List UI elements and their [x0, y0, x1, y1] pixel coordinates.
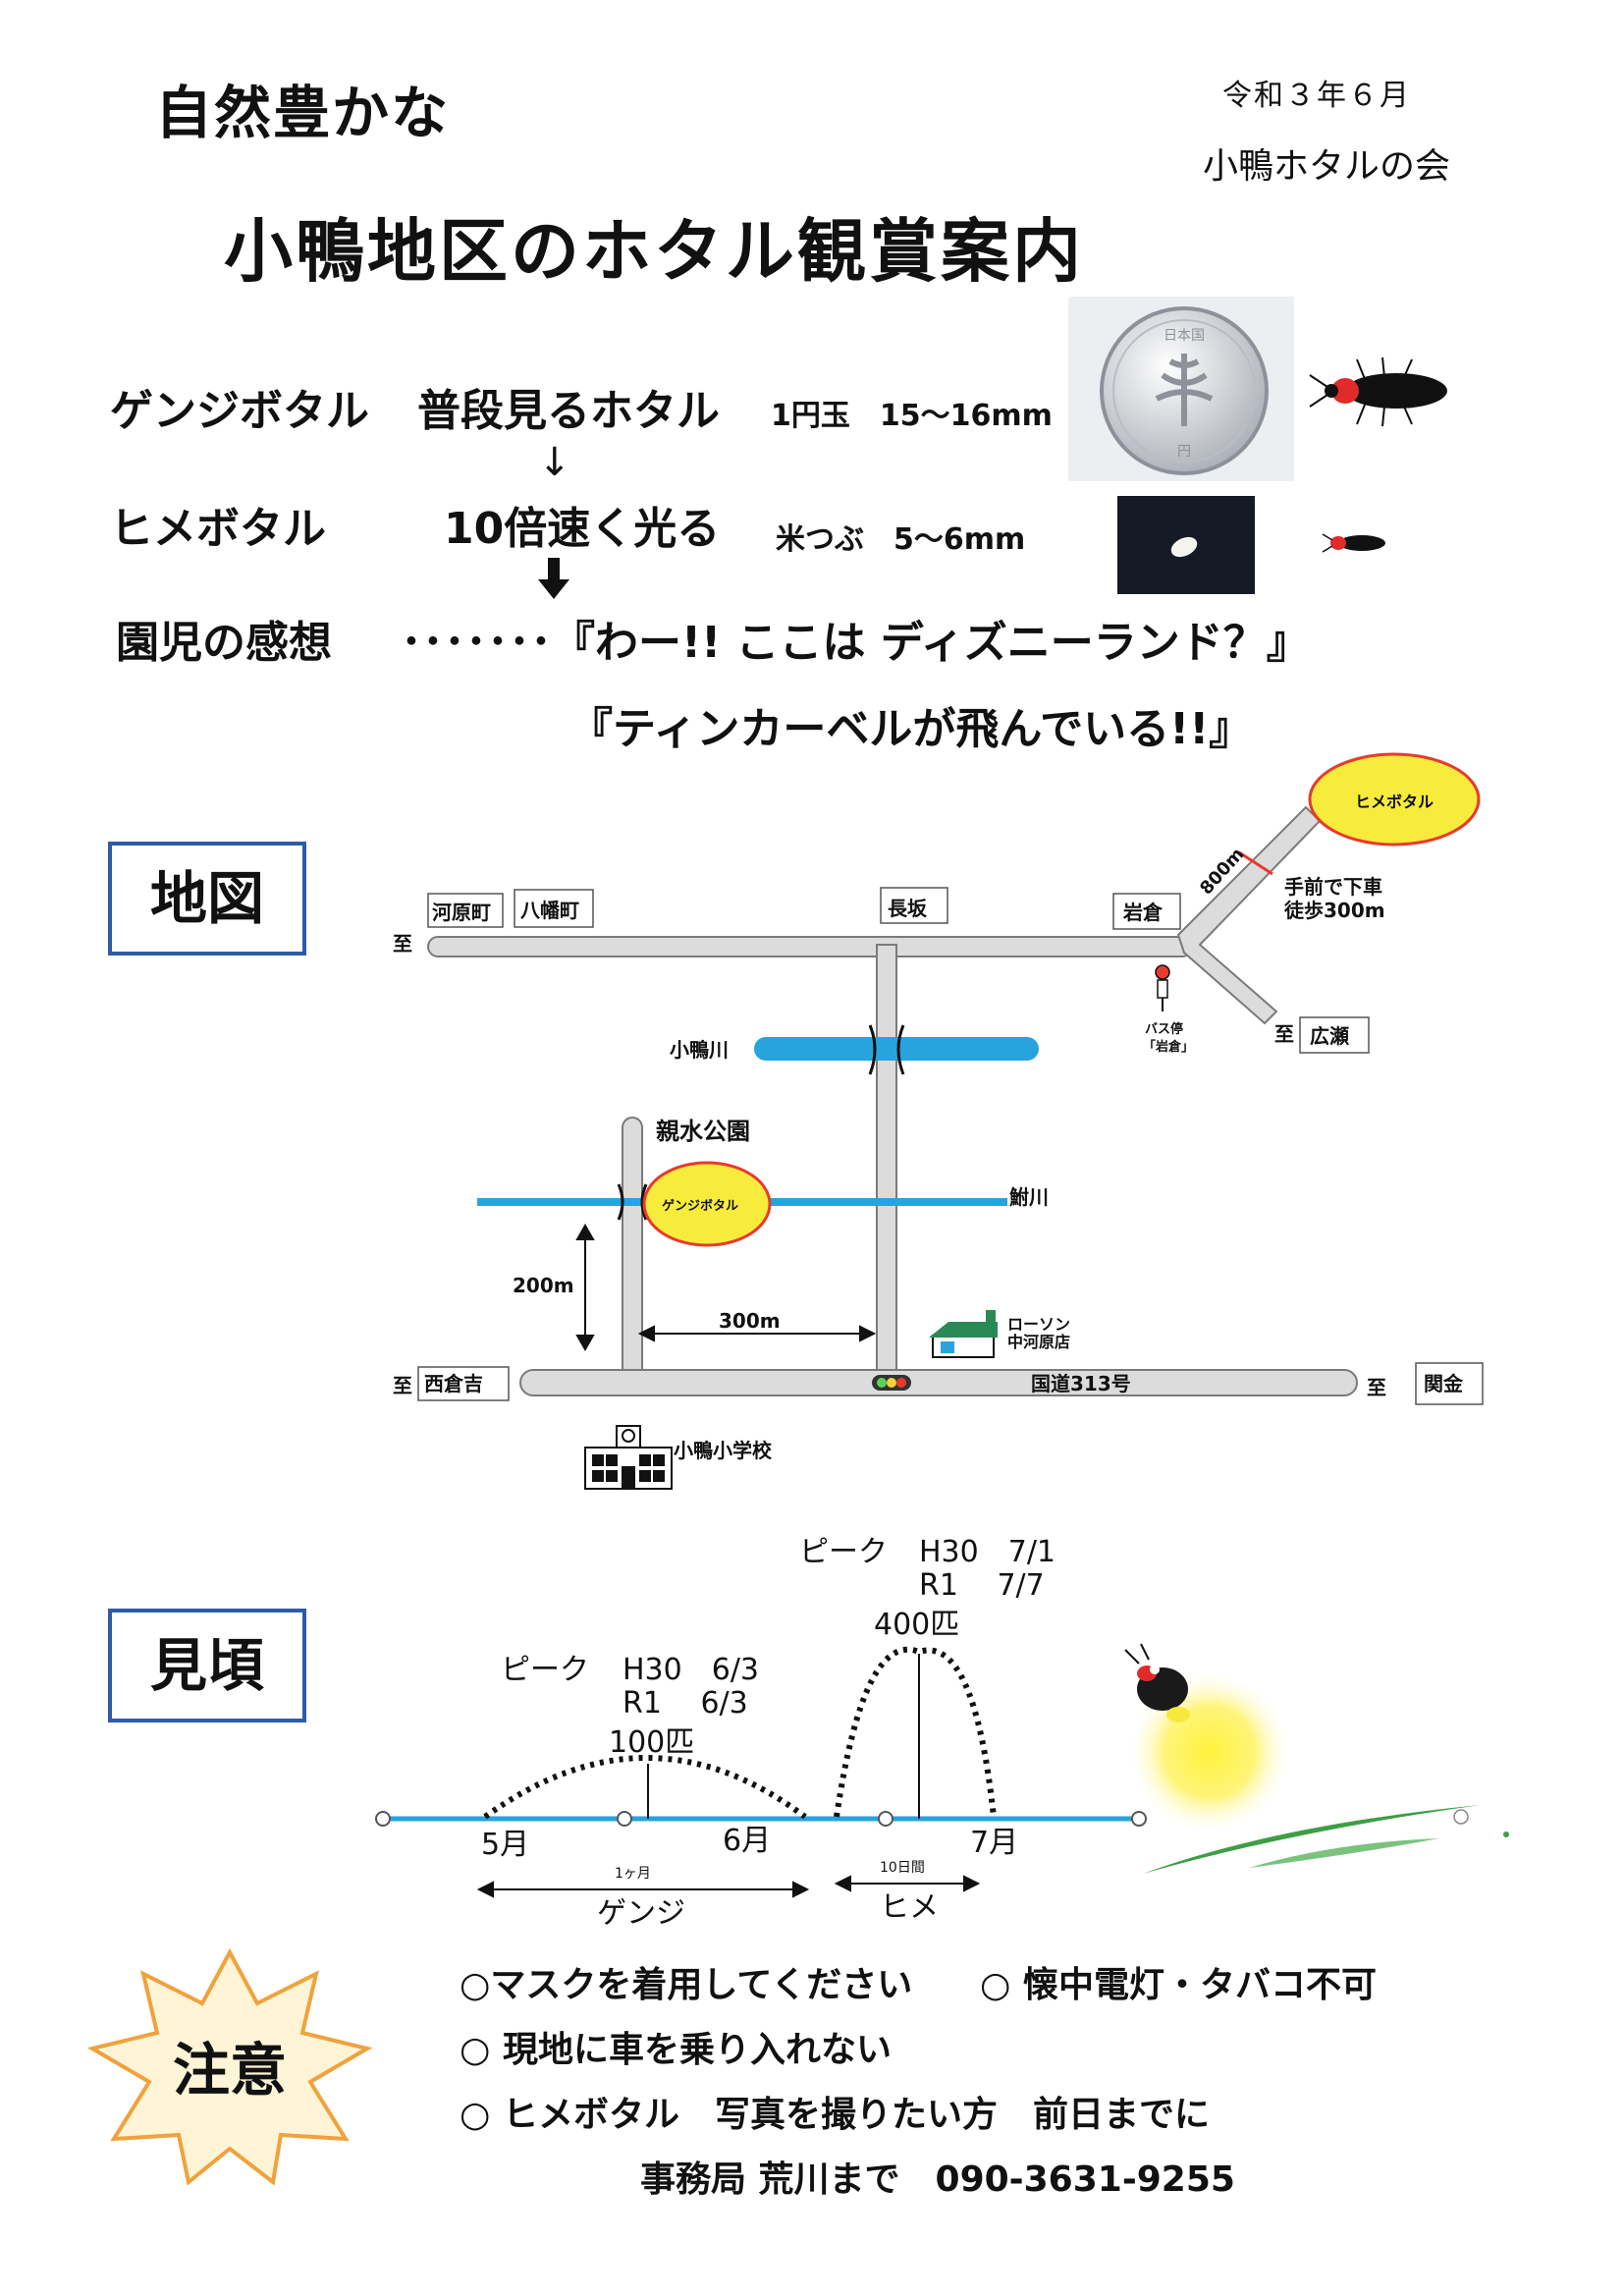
starburst-icon: [86, 1947, 373, 2186]
genji-peak-h30: H30 6/3: [623, 1653, 759, 1687]
hime-count: 400匹: [874, 1608, 959, 1642]
grass-blade-2: [1249, 1838, 1439, 1868]
hime-peak-label: ピーク: [799, 1535, 888, 1569]
funa-river-label: 鮒川: [1009, 1185, 1049, 1209]
flying-firefly-icon: [1124, 1643, 1190, 1722]
convenience-store-icon: [929, 1310, 998, 1358]
notice-badge: 注意: [86, 1947, 373, 2186]
genji-name: ゲンジボタル: [110, 386, 369, 436]
school-icon: [584, 1425, 673, 1490]
season-heading: 見頃: [108, 1609, 306, 1722]
hime-curve: [834, 1646, 997, 1818]
coin-text-bottom: 円: [1177, 444, 1191, 460]
nagasaka-road: [876, 944, 897, 1372]
genji-span-label: ゲンジ: [597, 1896, 685, 1931]
north-road: [427, 936, 1193, 957]
impressions-label: 園児の感想: [116, 618, 332, 668]
ogamo-river: [754, 1037, 1039, 1061]
notice-no-cars: ○ 現地に車を乗り入れない: [460, 2030, 892, 2070]
hirose-label: 広瀬: [1310, 1024, 1349, 1048]
organization: 小鴨ホタルの会: [1203, 146, 1451, 187]
hime-name: ヒメボタル: [110, 504, 326, 554]
route-313-label: 国道313号: [1031, 1372, 1131, 1395]
bus-stop-icon: [1155, 964, 1170, 1011]
coin-text-top: 日本国: [1164, 328, 1205, 344]
sekigane-label: 関金: [1424, 1372, 1464, 1395]
genji-span-duration: 1ヶ月: [615, 1866, 651, 1882]
distance-200-label: 200m: [513, 1274, 574, 1297]
iwakura-label: 岩倉: [1122, 901, 1164, 924]
hime-spot-label: ヒメボタル: [1355, 793, 1434, 811]
hachimancho-label: 八幡町: [520, 899, 579, 922]
hime-firefly-icon: [1322, 533, 1385, 553]
kawaramachi-label: 河原町: [432, 901, 491, 924]
genji-firefly-icon: [1309, 356, 1447, 427]
lawson-label-1: ローソン: [1007, 1315, 1070, 1334]
notice-badge-label: 注意: [173, 2037, 287, 2104]
rice-grain-icon: [1170, 536, 1198, 558]
down-arrow: ↓: [538, 440, 571, 485]
school-label: 小鴨小学校: [674, 1439, 773, 1462]
month-may: 5月: [481, 1828, 529, 1862]
impression-quote-1: ･･･････『わー!! ここは ディズニーランド？』: [401, 618, 1310, 668]
month-june: 6月: [723, 1824, 771, 1858]
to-label-2: 至: [1274, 1022, 1294, 1046]
nagasaka-label: 長坂: [888, 897, 928, 920]
genji-spot-label: ゲンジボタル: [662, 1198, 738, 1214]
notice-mask: ○マスクを着用してください: [460, 1965, 913, 2005]
coin-photo: 日本国 円: [1068, 297, 1294, 481]
genji-size: 1円玉 15～16mm: [771, 399, 1053, 433]
bus-stop-label-2: 「岩倉」: [1143, 1039, 1194, 1055]
lawson-label-2: 中河原店: [1007, 1333, 1070, 1351]
contact-info: 事務局 荒川まで 090-3631-9255: [640, 2159, 1235, 2200]
to-label-1: 至: [393, 932, 412, 956]
bus-stop-label-1: バス停: [1145, 1021, 1183, 1037]
to-label-4: 至: [1367, 1376, 1386, 1399]
hime-span-duration: 10日間: [880, 1860, 925, 1876]
bold-down-arrow-icon: [538, 558, 569, 599]
rice-grain-photo: [1117, 496, 1255, 594]
distance-300-label: 300m: [719, 1309, 781, 1333]
hime-spot-icon: [1308, 752, 1481, 847]
hime-desc: 10倍速く光る: [444, 504, 721, 554]
iwakura-fork: [1176, 805, 1322, 1025]
notice-photo: ○ ヒメボタル 写真を撮りたい方 前日までに: [460, 2095, 1210, 2135]
park-road: [622, 1117, 643, 1382]
route-313-road: [519, 1369, 1358, 1396]
page-title: 小鴨地区のホタル観賞案内: [224, 211, 1084, 292]
traffic-light-icon: [872, 1375, 911, 1391]
genji-count: 100匹: [609, 1725, 694, 1760]
month-july: 7月: [970, 1826, 1018, 1860]
genji-curve: [483, 1755, 807, 1820]
map-heading: 地図: [108, 842, 306, 956]
hime-span-label: ヒメ: [880, 1890, 939, 1925]
notice-light-tobacco: ○ 懐中電灯・タバコ不可: [980, 1965, 1377, 2005]
shinsui-park-label: 親水公園: [656, 1118, 750, 1145]
subtitle: 自然豊かな: [155, 80, 451, 146]
ogamo-river-label: 小鴨川: [670, 1038, 729, 1062]
hime-size: 米つぶ 5～6mm: [776, 522, 1026, 557]
impression-quote-2: 『ティンカーベルが飛んでいる!!』: [569, 704, 1253, 754]
genji-peak-r1: R1 6/3: [623, 1686, 748, 1721]
genji-desc: 普段見るホタル: [417, 386, 720, 436]
walk-note-1: 手前で下車: [1284, 875, 1382, 899]
nishikurayoshi-label: 西倉吉: [424, 1372, 483, 1395]
hime-peak-h30: H30 7/1: [919, 1535, 1056, 1569]
issue-date: 令和３年６月: [1222, 79, 1411, 113]
season-timeline: ピーク H30 6/3 R1 6/3 100匹 ピーク H30 7/1 R1 7…: [375, 1535, 1509, 1931]
to-label-3: 至: [393, 1374, 412, 1397]
hime-peak-r1: R1 7/7: [919, 1568, 1045, 1603]
genji-spot-icon: [642, 1161, 772, 1247]
genji-peak-label: ピーク: [501, 1653, 589, 1687]
walk-note-2: 徒歩300m: [1283, 899, 1385, 922]
